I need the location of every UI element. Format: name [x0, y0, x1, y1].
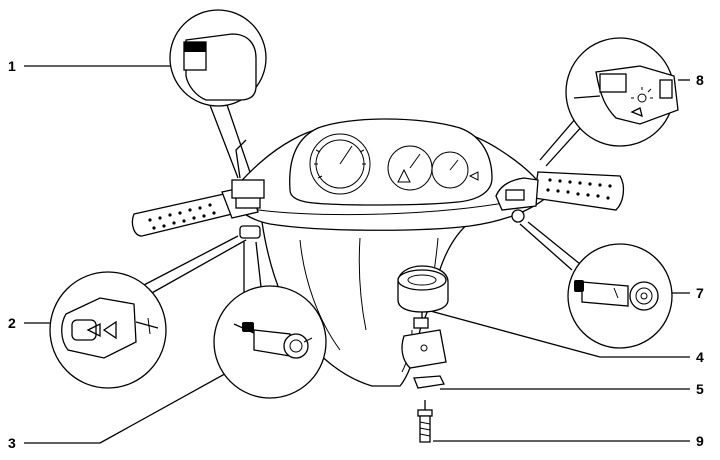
callout-1: 1 — [8, 58, 16, 74]
callout-4: 4 — [696, 349, 704, 365]
callout-5: 5 — [696, 381, 704, 397]
callout-3: 3 — [8, 435, 16, 451]
detail-2-switch-housing — [49, 271, 167, 389]
callout-7: 7 — [696, 285, 704, 301]
callout-8: 8 — [696, 72, 704, 88]
detail-8-switch — [565, 37, 679, 147]
detail-1-switch — [169, 9, 267, 107]
callout-2: 2 — [8, 315, 16, 331]
detail-7-connector — [567, 243, 673, 349]
callout-labels: 1 2 3 4 5 7 8 9 — [8, 58, 704, 451]
horn-assembly — [397, 265, 449, 443]
leader-lines — [24, 65, 690, 444]
detail-3-connector — [213, 285, 327, 399]
callout-9: 9 — [696, 433, 704, 449]
